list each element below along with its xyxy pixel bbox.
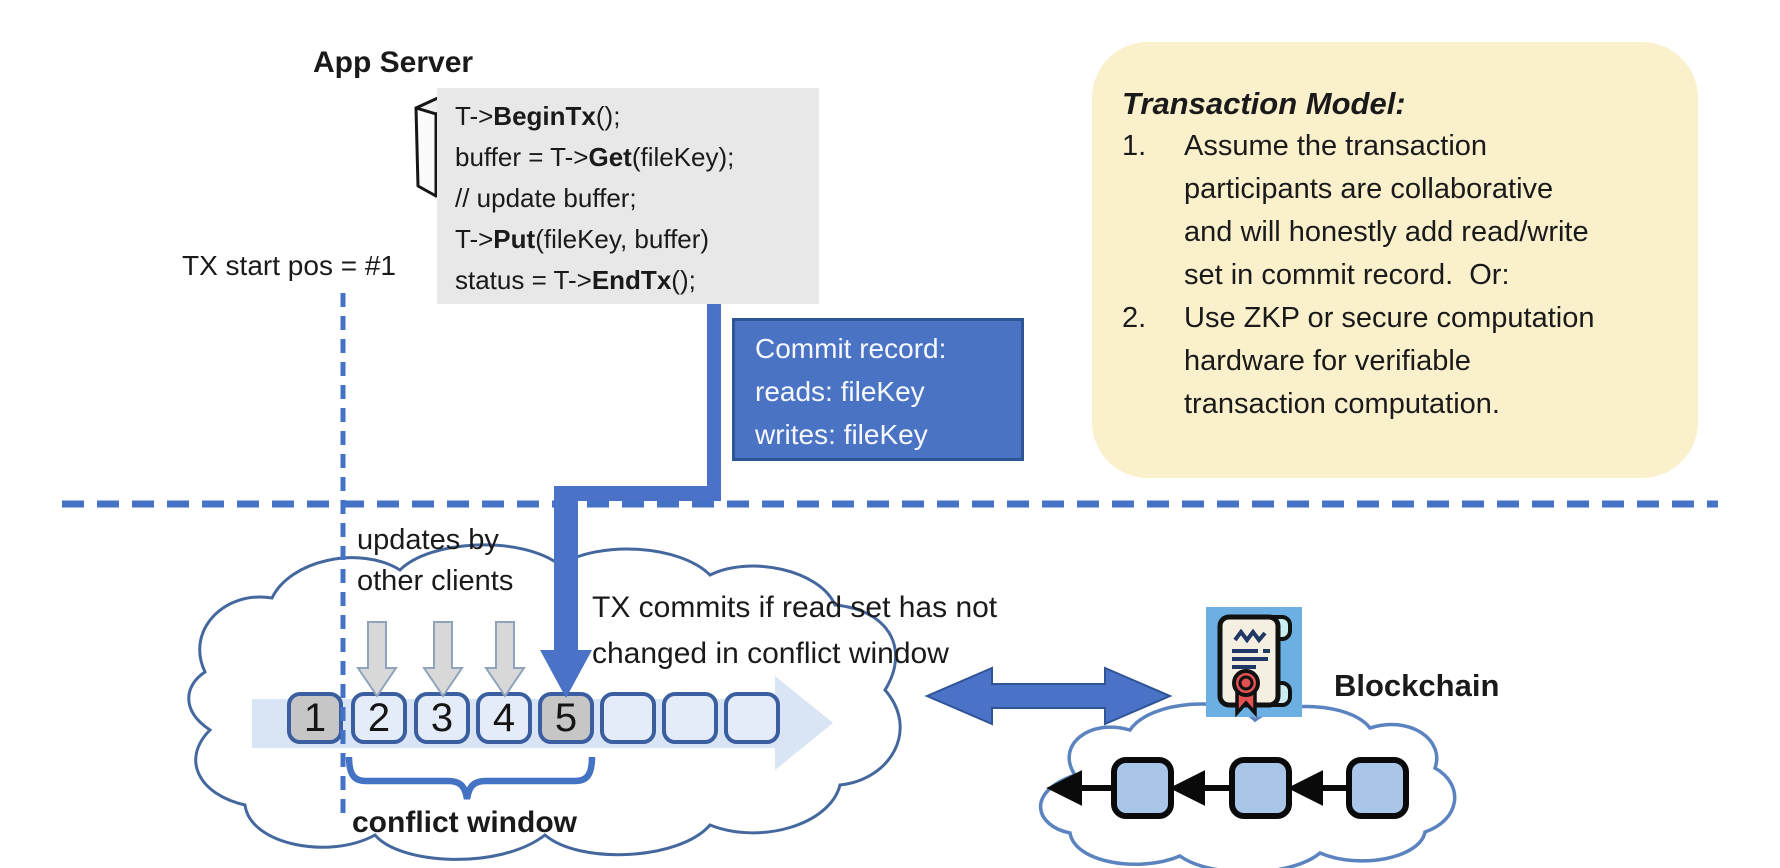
transaction-model-title: Transaction Model: — [1122, 86, 1406, 121]
model-item1-line: participants are collaborative — [1184, 173, 1554, 205]
conflict-window-label: conflict window — [352, 806, 577, 839]
ledger-box-4: 4 — [476, 692, 532, 744]
chain-link-arrows — [1046, 770, 1346, 806]
transaction-model-note: Transaction Model: 1. Assume the transac… — [1092, 42, 1698, 478]
update-arrow-1 — [356, 621, 398, 698]
ledger-box-6 — [600, 692, 656, 744]
model-item1-line: and will honestly add read/write — [1184, 216, 1589, 248]
conflict-window-brace — [345, 756, 596, 800]
code-line-get: buffer = T->Get(fileKey); — [455, 142, 735, 172]
ledger-box-2: 2 — [351, 692, 407, 744]
code-line-comment: // update buffer; — [455, 183, 637, 213]
ledger-box-5: 5 — [538, 692, 594, 744]
tx-start-pos-label: TX start pos = #1 — [182, 250, 396, 281]
chain-block-1 — [1111, 757, 1174, 819]
update-arrow-3 — [484, 621, 526, 698]
model-item2-line: transaction computation. — [1184, 388, 1500, 420]
update-arrows — [356, 621, 526, 698]
model-item2-line: hardware for verifiable — [1184, 345, 1471, 377]
commit-record-writes: writes: fileKey — [755, 419, 928, 450]
commit-record-reads: reads: fileKey — [755, 376, 925, 407]
updates-by-other-clients-label: updates by other clients — [357, 520, 513, 602]
tx-commits-label: TX commits if read set has not changed i… — [592, 585, 997, 677]
chain-block-3 — [1346, 757, 1409, 819]
list-number-1: 1. — [1122, 130, 1147, 162]
certificate-seal-icon — [1206, 607, 1302, 717]
code-line-endtx: status = T->EndTx(); — [455, 265, 696, 295]
updates-label-line1: updates by — [357, 524, 499, 556]
ledger-box-3: 3 — [414, 692, 470, 744]
model-item1-line: Assume the transaction — [1184, 130, 1488, 162]
list-number-2: 2. — [1122, 302, 1147, 334]
chain-block-2 — [1229, 757, 1292, 819]
blockchain-label: Blockchain — [1334, 668, 1500, 703]
updates-label-line2: other clients — [357, 565, 514, 597]
transaction-code-block: T->BeginTx(); buffer = T->Get(fileKey); … — [437, 88, 819, 304]
update-arrow-2 — [422, 621, 464, 698]
ledger-box-7 — [662, 692, 718, 744]
tx-commits-line2: changed in conflict window — [592, 637, 949, 670]
code-line-begintx: T->BeginTx(); — [455, 101, 621, 131]
code-line-put: T->Put(fileKey, buffer) — [455, 224, 710, 254]
commit-record-box: Commit record: reads: fileKey writes: fi… — [732, 318, 1024, 461]
commit-arrow-down — [540, 486, 592, 698]
model-item2-line: Use ZKP or secure computation — [1184, 302, 1595, 334]
app-server-title: App Server — [313, 46, 474, 79]
commit-record-title: Commit record: — [755, 333, 947, 364]
ledger-box-1: 1 — [287, 692, 343, 744]
tx-commits-line1: TX commits if read set has not — [592, 591, 998, 624]
ledger-box-8 — [724, 692, 780, 744]
model-item1-line: set in commit record. Or: — [1184, 259, 1510, 291]
